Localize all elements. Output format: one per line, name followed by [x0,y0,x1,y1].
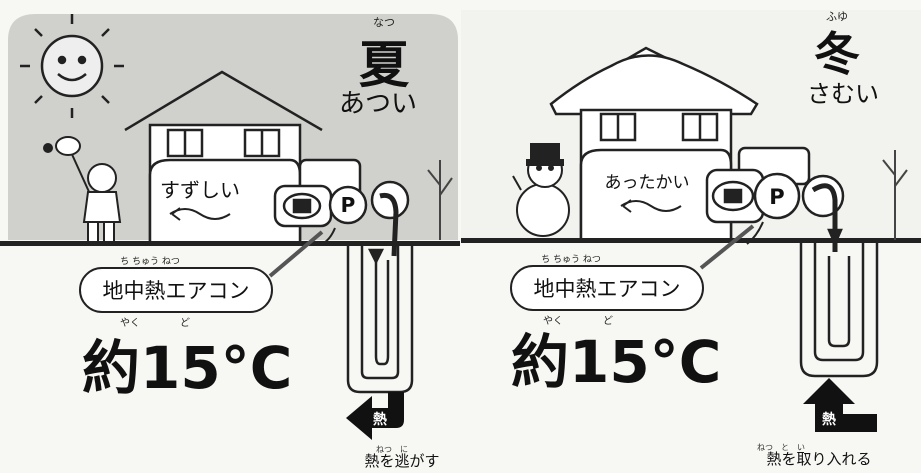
winter-house [549,46,759,242]
winter-caption-ruby: ねつ と い [757,443,805,452]
winter-air-arrow [622,199,632,213]
summer-indoor-text: すずしい [160,178,240,202]
summer-ground-line [0,241,460,246]
summer-label-ruby: ち ちゅう ねつ [120,256,180,267]
summer-pump-letter: P [341,193,356,217]
summer-house [124,70,323,245]
winter-heat-in-arrow [803,378,877,432]
winter-pump-letter: P [769,185,784,209]
snowman-icon [512,143,570,237]
summer-air-arrow [171,207,181,221]
winter-label: 地中熱エアコン [534,277,681,301]
winter-label-pointer [699,224,755,270]
winter-illustration: ふゆ 冬 さむい あったかい [461,10,921,468]
winter-tree [882,150,908,240]
winter-season-ruby: ふゆ [826,10,848,23]
summer-illustration: なつ 夏 あつい すずしい [0,14,460,470]
winter-label-bubble [510,265,704,311]
summer-season-kanji: 夏 [359,36,410,94]
summer-label-pointer [268,230,324,278]
summer-caption: 熱を逃がす [364,452,439,470]
summer-heat-out-arrow [346,392,404,440]
summer-season-ruby: なつ [373,16,395,29]
winter-panel: ふゆ 冬 さむい あったかい [461,0,921,473]
boy-with-net-icon [43,136,122,245]
summer-ground-loop [346,192,414,394]
summer-label: 地中熱エアコン [103,279,250,303]
winter-temp-ruby: やく ど [543,315,613,327]
summer-label-bubble [79,267,273,313]
winter-ground-loop [799,183,879,378]
summer-panel: なつ 夏 あつい すずしい [0,0,460,473]
winter-heat-pump [705,146,845,224]
winter-temperature: 約15°C [511,328,721,396]
summer-season-word: あつい [339,89,417,119]
winter-caption: 熱を取り入れる [766,450,871,468]
summer-tree [427,160,453,240]
winter-heat-char: 熱 [822,411,836,428]
winter-season-kanji: 冬 [814,27,860,81]
winter-label-ruby: ち ちゅう ねつ [541,254,601,265]
summer-heat-char: 熱 [373,411,387,428]
sun-icon [20,14,124,118]
summer-caption-ruby: ねつ に [376,445,408,454]
summer-temp-ruby: やく ど [120,317,190,329]
winter-ground-line [461,238,921,243]
summer-temperature: 約15°C [82,334,292,402]
winter-indoor-text: あったかい [605,173,690,193]
winter-season-word: さむい [807,80,879,108]
